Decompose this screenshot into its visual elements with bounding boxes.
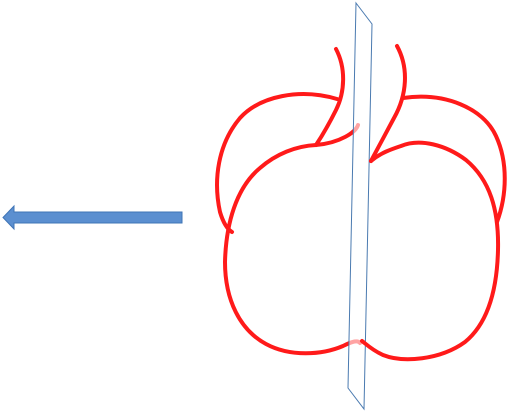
left-arrow xyxy=(3,206,182,229)
apple-right-body xyxy=(362,143,498,360)
apple-right-back-lobe xyxy=(403,97,505,222)
apple-right-half xyxy=(362,46,505,359)
apple-right-stem xyxy=(371,46,405,161)
apple-left-body xyxy=(225,125,360,353)
left-arrow-shape xyxy=(3,206,182,229)
apple-left-half xyxy=(217,49,360,353)
apple-left-back-lobe xyxy=(217,94,337,232)
